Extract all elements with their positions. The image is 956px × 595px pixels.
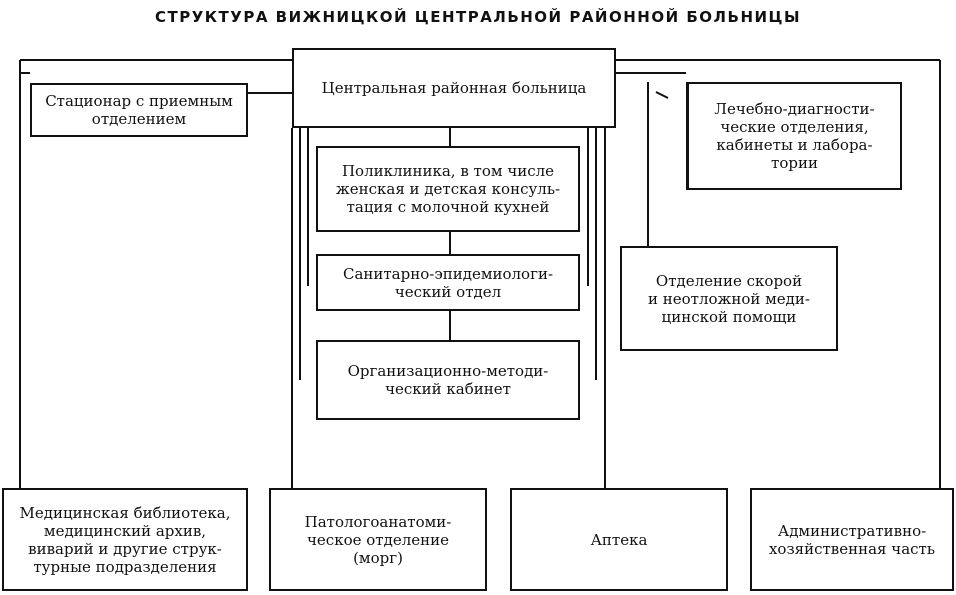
node-organizational: Организационно-методи- ческий кабинет [316, 340, 580, 420]
node-administrative-label: Административно- хозяйственная часть [768, 521, 936, 558]
node-morgue: Патологоанатоми- ческое отделение (морг) [269, 488, 487, 591]
node-sanitary: Санитарно-эпидемиологи- ческий отдел [316, 254, 580, 311]
node-diagnostic: Лечебно-диагности- ческие отделения, каб… [687, 82, 902, 190]
node-pharmacy: Аптека [510, 488, 728, 591]
node-administrative: Административно- хозяйственная часть [750, 488, 954, 591]
diagram-title: СТРУКТУРА ВИЖНИЦКОЙ ЦЕНТРАЛЬНОЙ РАЙОННОЙ… [154, 8, 802, 26]
node-central-label: Центральная районная больница [321, 79, 587, 97]
node-pharmacy-label: Аптека [590, 530, 648, 549]
node-polyclinic-label: Поликлиника, в том числе женская и детск… [335, 162, 561, 216]
node-polyclinic: Поликлиника, в том числе женская и детск… [316, 146, 580, 232]
node-emergency-label: Отделение скорой и неотложной меди- цинс… [648, 271, 810, 326]
node-morgue-label: Патологоанатоми- ческое отделение (морг) [304, 512, 452, 567]
node-diagnostic-label: Лечебно-диагности- ческие отделения, каб… [714, 100, 875, 172]
node-central: Центральная районная больница [292, 48, 616, 128]
node-library-label: Медицинская библиотека, медицинский архи… [19, 503, 231, 576]
node-inpatient-label: Стационар с приемным отделением [45, 92, 233, 128]
node-inpatient: Стационар с приемным отделением [30, 83, 248, 137]
node-emergency: Отделение скорой и неотложной меди- цинс… [620, 246, 838, 351]
node-sanitary-label: Санитарно-эпидемиологи- ческий отдел [342, 264, 554, 301]
connector-diagnostic-tick [655, 91, 669, 99]
node-library: Медицинская библиотека, медицинский архи… [2, 488, 248, 591]
node-organizational-label: Организационно-методи- ческий кабинет [347, 362, 549, 398]
